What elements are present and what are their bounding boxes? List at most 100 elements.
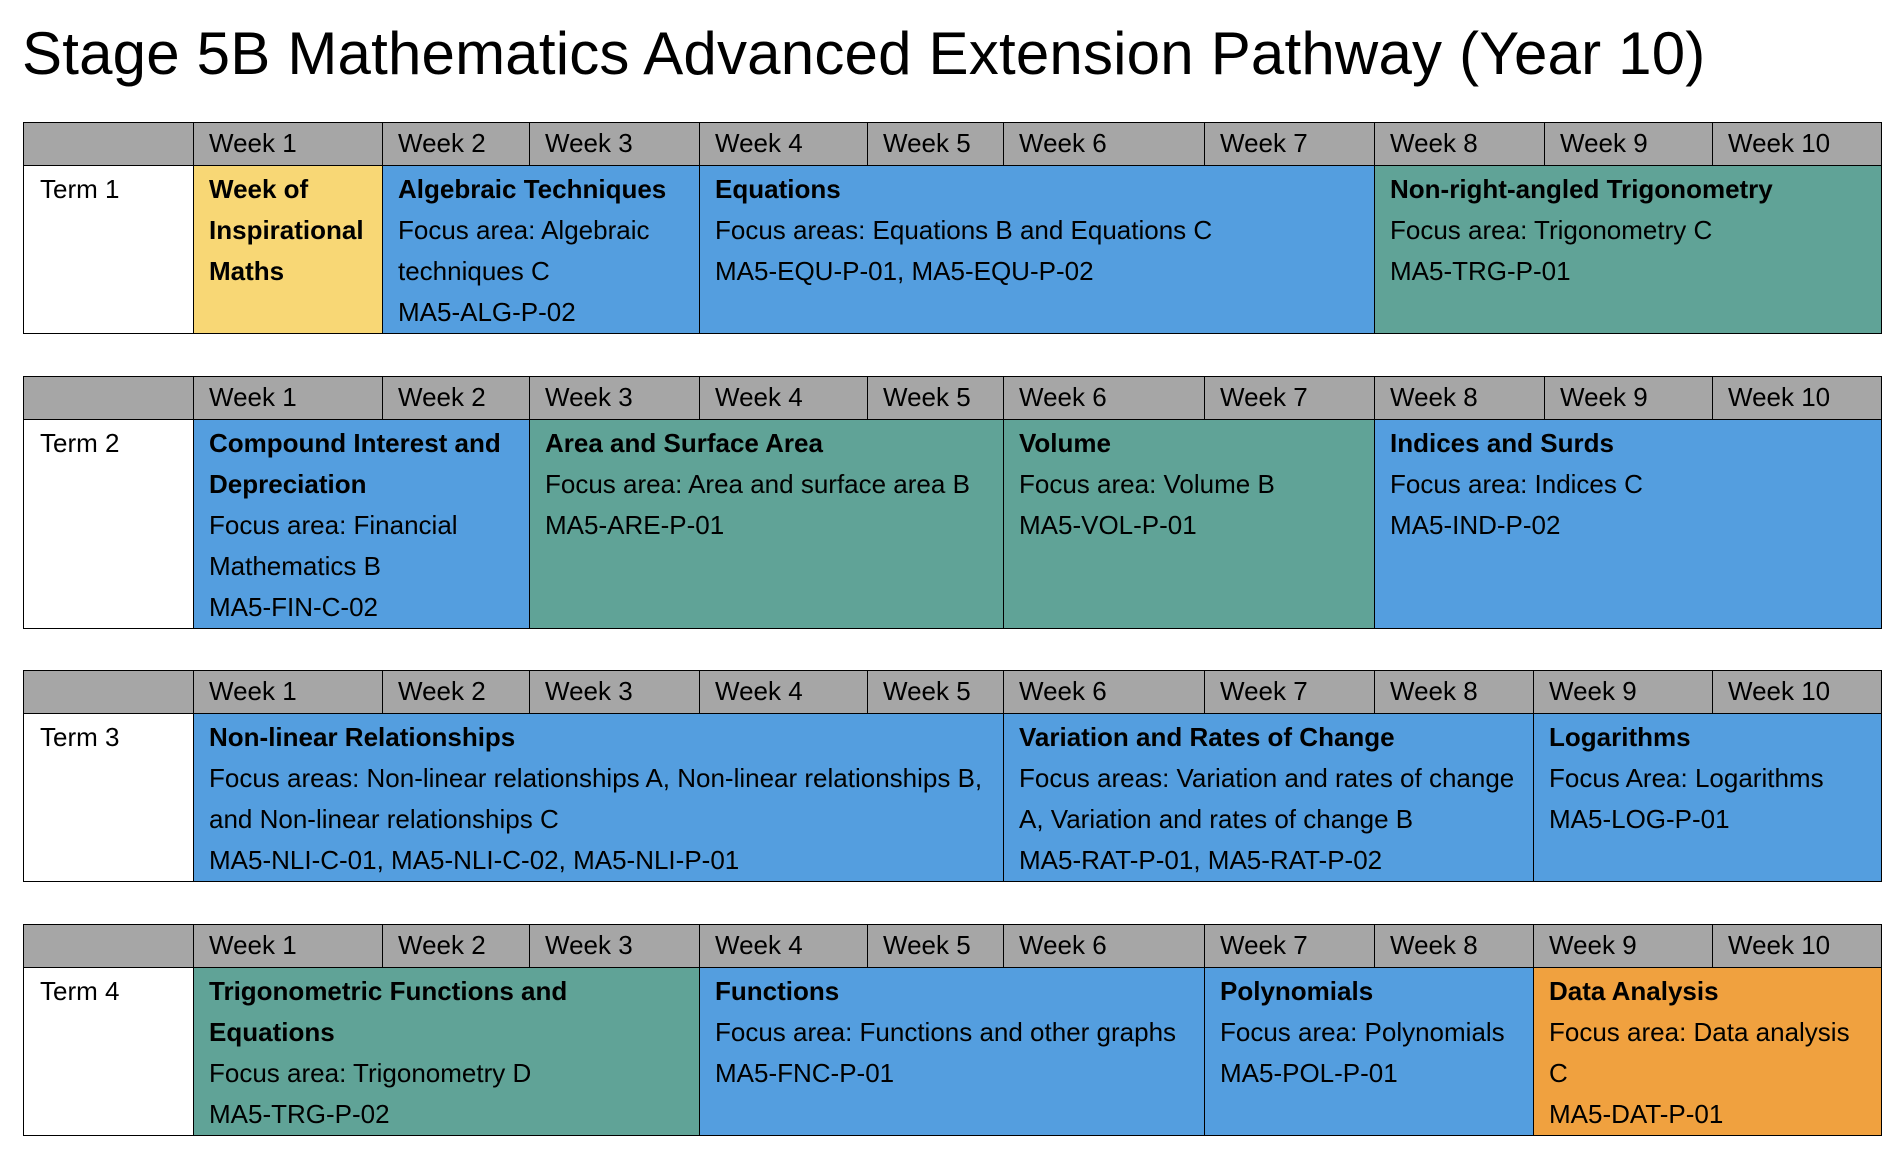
week-header: Week 9 [1533,924,1714,969]
term-label: Term 4 [23,967,195,1136]
outcome-codes: MA5-IND-P-02 [1390,510,1561,540]
week-header: Week 4 [699,924,869,969]
topic-title: Equations [715,174,841,204]
outcome-codes: MA5-FIN-C-02 [209,592,379,622]
week-header: Week 8 [1374,670,1535,715]
topic-cell: Data Analysis Focus area: Data analysis … [1533,967,1882,1136]
focus-area: Focus area: Area and surface area B [545,469,970,499]
header-corner [23,122,195,167]
week-header: Week 3 [529,376,701,421]
outcome-codes: MA5-NLI-C-01, MA5-NLI-C-02, MA5-NLI-P-01 [209,845,740,875]
topic-cell: Volume Focus area: Volume B MA5-VOL-P-01 [1003,419,1376,629]
week-header: Week 1 [193,376,384,421]
week-header: Week 10 [1712,122,1882,167]
week-header: Week 10 [1712,670,1882,715]
week-header: Week 3 [529,670,701,715]
focus-area: Focus area: Indices C [1390,469,1643,499]
focus-area: Focus areas: Variation and rates of chan… [1019,763,1515,834]
week-header: Week 2 [382,376,531,421]
focus-area: Focus area: Polynomials [1220,1017,1505,1047]
week-header: Week 5 [867,122,1005,167]
focus-area: Focus Area: Logarithms [1549,763,1824,793]
week-header: Week 7 [1204,670,1376,715]
focus-area: Focus area: Trigonometry C [1390,215,1713,245]
outcome-codes: MA5-POL-P-01 [1220,1058,1398,1088]
week-header: Week 3 [529,924,701,969]
week-header: Week 1 [193,122,384,167]
topic-cell: Logarithms Focus Area: Logarithms MA5-LO… [1533,713,1882,882]
week-header: Week 1 [193,924,384,969]
page-title: Stage 5B Mathematics Advanced Extension … [22,20,1706,87]
outcome-codes: MA5-TRG-P-01 [1390,256,1571,286]
topic-title: Area and Surface Area [545,428,823,458]
outcome-codes: MA5-TRG-P-02 [209,1099,390,1129]
week-header: Week 9 [1544,376,1714,421]
week-header: Week 2 [382,670,531,715]
topic-title: Volume [1019,428,1111,458]
topic-title: Data Analysis [1549,976,1719,1006]
topic-cell: Variation and Rates of Change Focus area… [1003,713,1535,882]
week-header: Week 8 [1374,924,1535,969]
week-header: Week 6 [1003,122,1206,167]
header-corner [23,924,195,969]
topic-cell: Indices and Surds Focus area: Indices C … [1374,419,1882,629]
week-header: Week 4 [699,376,869,421]
topic-title: Indices and Surds [1390,428,1614,458]
topic-title: Non-right-angled Trigonometry [1390,174,1773,204]
focus-area: Focus area: Trigonometry D [209,1058,532,1088]
focus-area: Focus area: Data analysis C [1549,1017,1850,1088]
outcome-codes: MA5-EQU-P-01, MA5-EQU-P-02 [715,256,1094,286]
outcome-codes: MA5-RAT-P-01, MA5-RAT-P-02 [1019,845,1383,875]
topic-title: Non-linear Relationships [209,722,516,752]
week-header: Week 7 [1204,376,1376,421]
term-label: Term 3 [23,713,195,882]
week-header: Week 8 [1374,122,1546,167]
week-header: Week 5 [867,924,1005,969]
topic-title: Polynomials [1220,976,1374,1006]
focus-area: Focus areas: Non-linear relationships A,… [209,763,983,834]
outcome-codes: MA5-ALG-P-02 [398,297,576,327]
topic-cell: Week of Inspirational Maths [193,165,384,334]
topic-cell: Algebraic Techniques Focus area: Algebra… [382,165,701,334]
focus-area: Focus area: Financial Mathematics B [209,510,458,581]
outcome-codes: MA5-LOG-P-01 [1549,804,1730,834]
focus-area: Focus areas: Equations B and Equations C [715,215,1213,245]
focus-area: Focus area: Algebraic techniques C [398,215,650,286]
outcome-codes: MA5-ARE-P-01 [545,510,725,540]
week-header: Week 5 [867,376,1005,421]
topic-title: Week of Inspirational Maths [209,174,364,286]
topic-cell: Functions Focus area: Functions and othe… [699,967,1206,1136]
outcome-codes: MA5-DAT-P-01 [1549,1099,1724,1129]
topic-cell: Polynomials Focus area: Polynomials MA5-… [1204,967,1535,1136]
topic-cell: Non-linear Relationships Focus areas: No… [193,713,1005,882]
topic-cell: Trigonometric Functions and Equations Fo… [193,967,701,1136]
week-header: Week 2 [382,122,531,167]
header-corner [23,376,195,421]
week-header: Week 9 [1533,670,1714,715]
focus-area: Focus area: Volume B [1019,469,1275,499]
week-header: Week 7 [1204,122,1376,167]
week-header: Week 4 [699,122,869,167]
week-header: Week 10 [1712,376,1882,421]
week-header: Week 6 [1003,924,1206,969]
focus-area: Focus area: Functions and other graphs [715,1017,1177,1047]
outcome-codes: MA5-VOL-P-01 [1019,510,1197,540]
topic-title: Functions [715,976,840,1006]
week-header: Week 2 [382,924,531,969]
header-corner [23,670,195,715]
topic-cell: Compound Interest and Depreciation Focus… [193,419,531,629]
week-header: Week 9 [1544,122,1714,167]
topic-title: Trigonometric Functions and Equations [209,976,568,1047]
topic-title: Compound Interest and Depreciation [209,428,501,499]
week-header: Week 5 [867,670,1005,715]
topic-cell: Equations Focus areas: Equations B and E… [699,165,1376,334]
term-label: Term 1 [23,165,195,334]
week-header: Week 8 [1374,376,1546,421]
topic-cell: Non-right-angled Trigonometry Focus area… [1374,165,1882,334]
outcome-codes: MA5-FNC-P-01 [715,1058,895,1088]
week-header: Week 6 [1003,670,1206,715]
week-header: Week 3 [529,122,701,167]
topic-title: Algebraic Techniques [398,174,667,204]
week-header: Week 6 [1003,376,1206,421]
week-header: Week 1 [193,670,384,715]
